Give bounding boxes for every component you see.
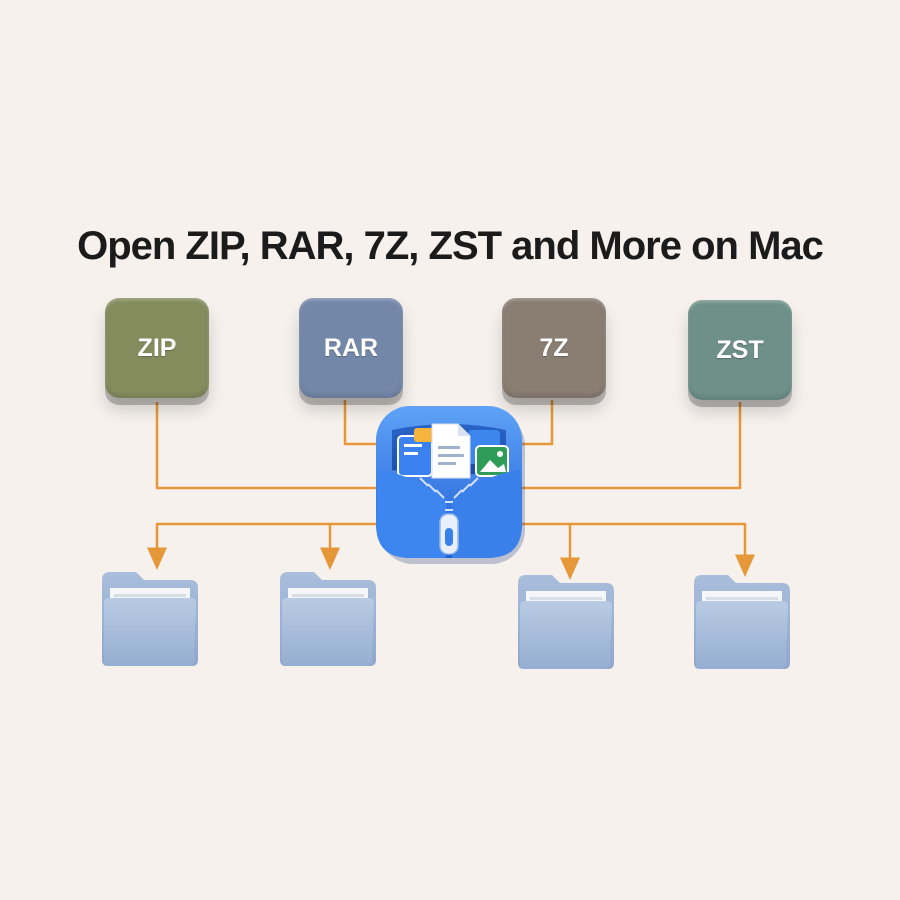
format-label-zip: ZIP xyxy=(137,333,177,362)
folder-icon xyxy=(518,575,614,669)
connector-zst xyxy=(516,402,742,490)
format-box-zip: ZIP xyxy=(105,298,209,398)
connector-out-right xyxy=(516,522,755,577)
format-label-7z: 7Z xyxy=(539,333,569,362)
connector-7z xyxy=(512,400,554,446)
format-box-rar: RAR xyxy=(299,298,403,398)
connector-rar xyxy=(343,400,388,446)
format-label-rar: RAR xyxy=(323,333,379,362)
folder-icon xyxy=(280,572,376,666)
format-box-zst: ZST xyxy=(688,300,792,400)
folder-icon xyxy=(102,572,198,666)
folder-icon xyxy=(694,575,790,669)
format-box-7z: 7Z xyxy=(502,298,606,398)
page-title: Open ZIP, RAR, 7Z, ZST and More on Mac xyxy=(77,224,824,268)
format-label-zst: ZST xyxy=(716,335,764,364)
connector-out-left xyxy=(147,522,383,570)
connector-zip xyxy=(155,402,385,490)
